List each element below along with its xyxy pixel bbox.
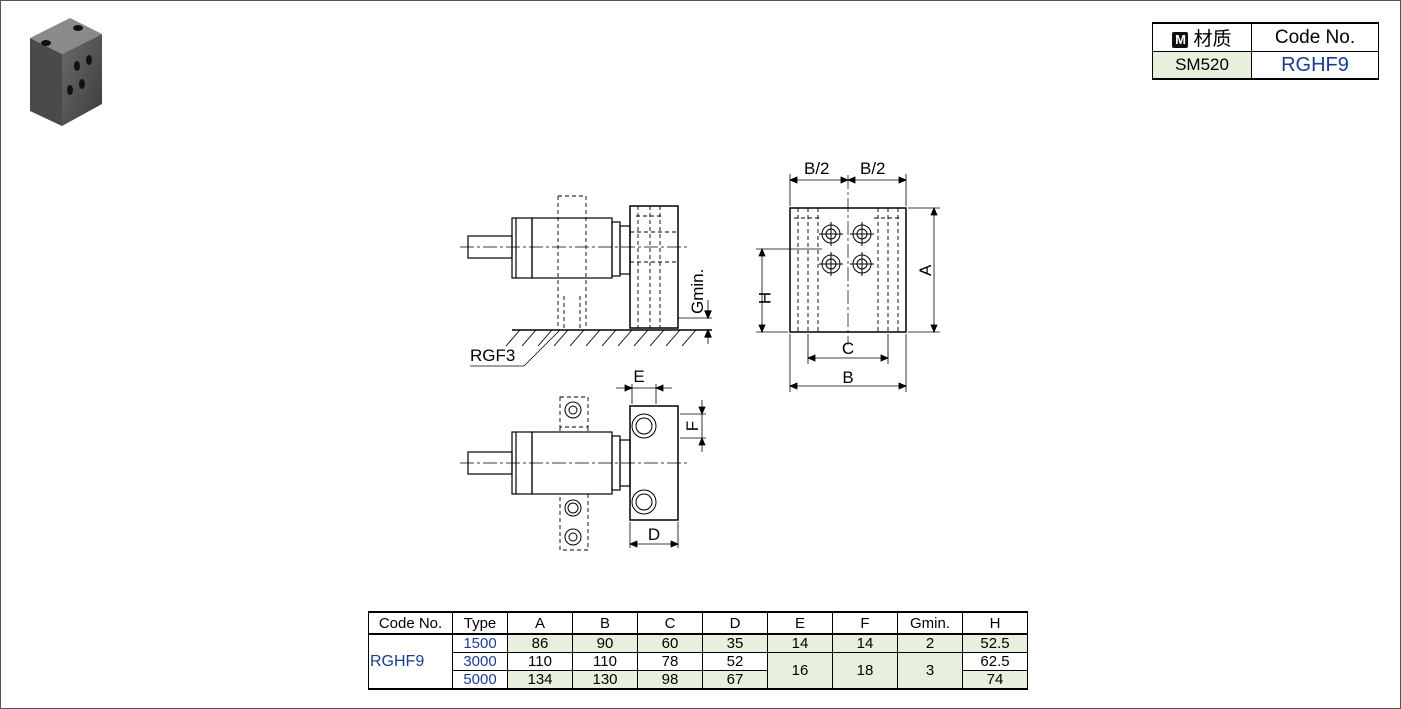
col-header-e: E <box>767 611 833 635</box>
product-photo <box>30 18 102 126</box>
table-row: 3000 110 110 78 52 16 18 3 62.5 <box>369 652 1028 690</box>
cell-a: 86 <box>507 633 573 653</box>
cell-c: 78 <box>637 652 703 671</box>
label-b-half-right: B/2 <box>860 159 886 178</box>
label-a: A <box>916 264 935 276</box>
cell-h: 74 <box>962 670 1028 690</box>
code-value[interactable]: RGHF9 <box>1251 51 1379 80</box>
type-cell[interactable]: 1500 <box>452 633 508 653</box>
material-value: SM520 <box>1152 51 1252 80</box>
cell-gmin: 2 <box>897 633 963 653</box>
col-header-b: B <box>572 611 638 635</box>
col-header-f: F <box>832 611 898 635</box>
col-header-type: Type <box>452 611 508 635</box>
cell-c: 98 <box>637 670 703 690</box>
type-cell[interactable]: 5000 <box>452 670 508 690</box>
label-f: F <box>683 421 702 431</box>
table-row: RGHF9 1500 86 90 60 35 14 14 2 52.5 <box>368 633 1028 690</box>
col-header-d: D <box>702 611 768 635</box>
cell-a: 110 <box>507 652 573 671</box>
col-header-gmin: Gmin. <box>897 611 963 635</box>
cell-gmin: 3 <box>897 652 963 690</box>
cell-d: 67 <box>702 670 768 690</box>
label-e: E <box>633 367 644 386</box>
cell-b: 130 <box>572 670 638 690</box>
col-header-a: A <box>507 611 573 635</box>
col-header-c: C <box>637 611 703 635</box>
cell-b: 110 <box>572 652 638 671</box>
col-header-h: H <box>962 611 1028 635</box>
cell-d: 35 <box>702 633 768 653</box>
material-badge-icon: M <box>1172 32 1189 48</box>
technical-drawing: B/2 B/2 A H C B Gmin. RGF3 E F D <box>460 159 940 551</box>
cell-e: 14 <box>767 633 833 653</box>
code-cell[interactable]: RGHF9 <box>368 633 453 690</box>
spec-table: Code No. Type A B C D E F Gmin. H RGHF9 … <box>368 611 1028 690</box>
label-gmin: Gmin. <box>688 269 707 314</box>
cell-e: 16 <box>767 652 833 690</box>
label-h: H <box>755 292 774 304</box>
col-header-code: Code No. <box>368 611 453 635</box>
top-view <box>460 384 706 551</box>
cell-f: 14 <box>832 633 898 653</box>
label-rgf3: RGF3 <box>470 346 515 365</box>
cell-c: 60 <box>637 633 703 653</box>
cell-f: 18 <box>832 652 898 690</box>
code-header: Code No. <box>1251 22 1379 52</box>
front-view <box>756 174 940 392</box>
type-cell[interactable]: 3000 <box>452 652 508 671</box>
label-b-half-left: B/2 <box>804 159 830 178</box>
cell-d: 52 <box>702 652 768 671</box>
cell-h: 62.5 <box>962 652 1028 671</box>
label-c: C <box>842 339 854 358</box>
label-b: B <box>842 368 853 387</box>
cell-h: 52.5 <box>962 633 1028 653</box>
cell-a: 134 <box>507 670 573 690</box>
label-d: D <box>648 525 660 544</box>
side-view <box>460 195 712 367</box>
table-row: 5000 134 130 98 67 74 <box>369 670 1028 690</box>
cell-b: 90 <box>572 633 638 653</box>
